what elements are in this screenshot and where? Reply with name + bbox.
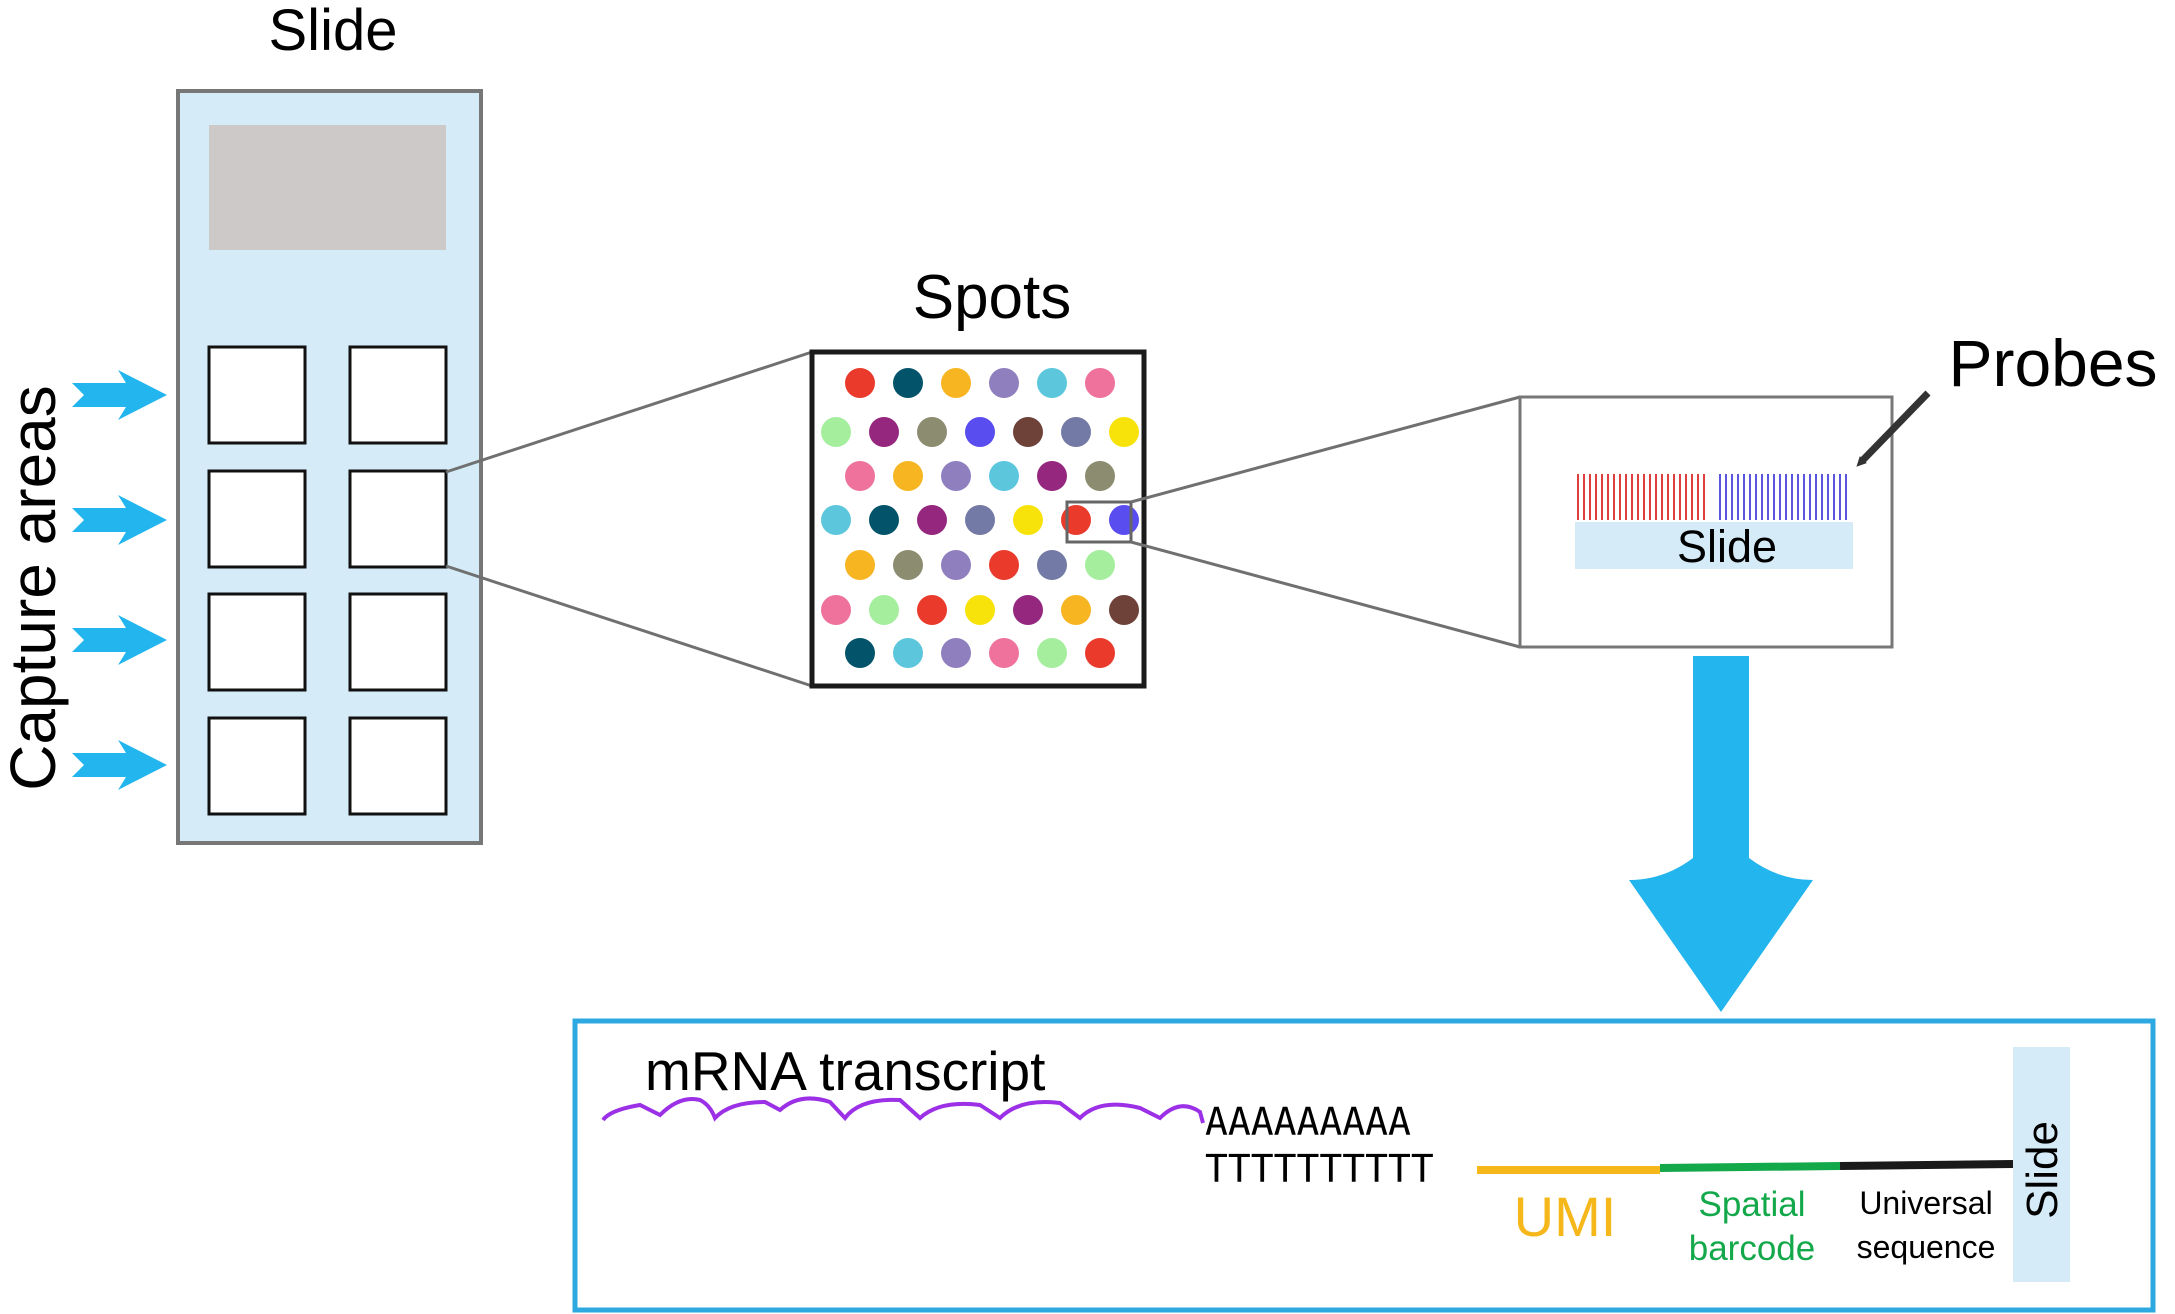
spot <box>941 368 971 398</box>
probe-slide <box>1575 522 1853 569</box>
spot <box>1061 417 1091 447</box>
spot <box>821 505 851 535</box>
spot <box>821 417 851 447</box>
capture-area <box>207 592 307 692</box>
spot <box>941 550 971 580</box>
spot <box>1013 595 1043 625</box>
universal-sequence-label-1: Universal <box>1859 1185 1992 1221</box>
spot <box>1037 461 1067 491</box>
spatial-barcode-label-2: barcode <box>1689 1229 1815 1268</box>
spot <box>1085 550 1115 580</box>
capture-area <box>207 345 307 445</box>
spot <box>893 368 923 398</box>
spot <box>941 638 971 668</box>
spot <box>917 595 947 625</box>
arrow-right-icon <box>72 495 167 545</box>
spot <box>965 417 995 447</box>
spot <box>1013 417 1043 447</box>
capture-area <box>207 716 307 816</box>
spots-zoom-box <box>1065 500 1133 544</box>
capture-area <box>348 716 448 816</box>
probes-blue <box>1719 474 1847 520</box>
probes-title: Probes <box>1948 326 2157 400</box>
spot <box>1085 368 1115 398</box>
capture-area <box>348 592 448 692</box>
arrow-right-icon <box>72 370 167 420</box>
spot <box>1109 595 1139 625</box>
spot <box>917 417 947 447</box>
spot <box>1037 550 1067 580</box>
polya-sequence: AAAAAAAAA <box>1205 1100 1411 1144</box>
spot <box>845 638 875 668</box>
mrna-label: mRNA transcript <box>645 1040 1045 1102</box>
spot <box>845 550 875 580</box>
capture-areas-label: Capture areas <box>0 385 69 791</box>
spot <box>845 461 875 491</box>
spot <box>869 595 899 625</box>
universal-sequence-label-2: sequence <box>1857 1229 1996 1265</box>
spots-title: Spots <box>913 263 1072 332</box>
spot <box>893 550 923 580</box>
probe-slide-label: Slide <box>1677 521 1777 572</box>
polyt-sequence: TTTTTTTTTT <box>1205 1147 1434 1191</box>
spot <box>1085 461 1115 491</box>
slide-label-area <box>209 125 446 250</box>
spot <box>1109 417 1139 447</box>
umi-label: UMI <box>1514 1185 1617 1248</box>
spot <box>1037 368 1067 398</box>
spot <box>869 505 899 535</box>
spot <box>845 368 875 398</box>
spot <box>893 638 923 668</box>
capture-area-grid <box>207 345 448 816</box>
capture-area-arrows <box>72 370 167 790</box>
down-arrow-icon <box>1629 656 1813 1012</box>
probes-pointer-arrow <box>1856 390 1931 467</box>
spot <box>869 417 899 447</box>
zoom-connector-1 <box>445 350 813 688</box>
bottom-slide-label: Slide <box>2018 1121 2067 1219</box>
spot <box>1061 595 1091 625</box>
slide-title: Slide <box>269 0 398 63</box>
spot <box>965 595 995 625</box>
zoom-connector-2 <box>1130 395 1521 649</box>
mrna-strand <box>601 1096 1205 1124</box>
spot <box>1109 505 1139 535</box>
capture-area-selected <box>348 469 448 569</box>
spot <box>893 461 923 491</box>
arrow-right-icon <box>72 615 167 665</box>
barcode-segment <box>1659 1162 1841 1172</box>
spot <box>989 638 1019 668</box>
spot <box>821 595 851 625</box>
spot <box>917 505 947 535</box>
spot <box>941 461 971 491</box>
spot <box>989 368 1019 398</box>
universal-segment <box>1839 1160 2014 1170</box>
spot <box>1037 638 1067 668</box>
spot <box>1085 638 1115 668</box>
bottom-slide <box>2013 1047 2070 1282</box>
capture-area <box>207 469 307 569</box>
spot <box>989 461 1019 491</box>
spot <box>989 550 1019 580</box>
spot <box>1013 505 1043 535</box>
spot-array <box>821 368 1139 668</box>
capture-area <box>348 345 448 445</box>
arrow-right-icon <box>72 740 167 790</box>
spatial-barcode-label-1: Spatial <box>1698 1185 1805 1224</box>
spot <box>965 505 995 535</box>
probes-red <box>1577 474 1705 520</box>
